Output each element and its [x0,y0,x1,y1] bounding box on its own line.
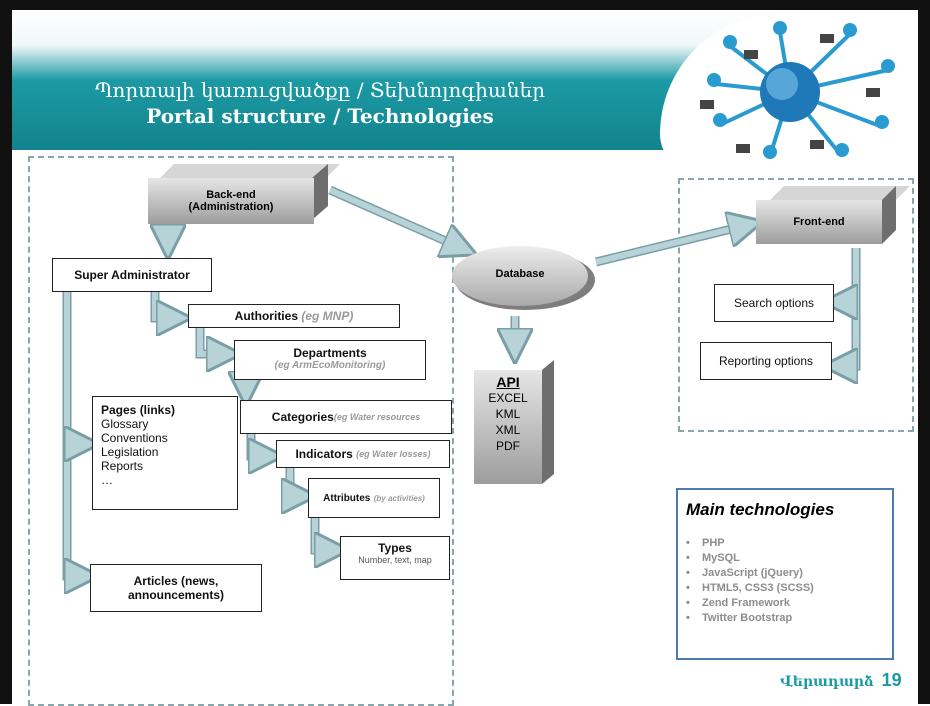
pages-item: Conventions [101,431,168,445]
reporting-options-box: Reporting options [700,342,832,380]
technology-item: Zend Framework [686,596,814,611]
technology-item: HTML5, CSS3 (SCSS) [686,581,814,596]
types-box: Types Number, text, map [340,536,450,580]
technology-item: MySQL [686,551,814,566]
attributes-label: Attributes [323,492,371,504]
authorities-label: Authorities [234,309,298,323]
authorities-box: Authorities (eg MNP) [188,304,400,328]
database-label: Database [495,268,545,280]
technologies-panel: Main technologies PHP MySQL JavaScript (… [676,488,894,660]
api-item: EXCEL [488,391,528,405]
back-link-label[interactable]: Վերադարձ [780,674,874,690]
departments-label: Departments [293,346,367,360]
api-item: PDF [496,439,520,453]
departments-example: (eg ArmEcoMonitoring) [274,360,386,371]
pages-box: Pages (links) Glossary Conventions Legis… [92,396,238,510]
attributes-example: (by activities) [373,493,425,503]
technology-item: Twitter Bootstrap [686,611,814,626]
frontend-region [678,178,914,432]
attributes-box: Attributes (by activities) [308,478,440,518]
pages-item: Glossary [101,417,149,431]
pages-item: Reports [101,459,144,473]
super-admin-box: Super Administrator [52,258,212,292]
search-options-box: Search options [714,284,834,322]
types-label: Types [378,541,412,555]
indicators-example: (eg Water losses) [356,449,431,459]
indicators-box: Indicators (eg Water losses) [276,440,450,468]
title-english: Portal structure / Technologies [146,104,494,128]
frontend-label: Front-end [756,200,882,244]
articles-box: Articles (news, announcements) [90,564,262,612]
backend-label: Back-end (Administration) [148,178,314,224]
indicators-label: Indicators [295,447,353,461]
network-globe-illustration [660,14,918,174]
api-title: API [496,374,520,390]
departments-box: Departments (eg ArmEcoMonitoring) [234,340,426,380]
page-number: 19 [881,670,902,690]
api-item: KML [495,407,521,421]
categories-label: Categories [271,410,334,424]
categories-example: (eg Water resources [333,412,421,422]
pages-item: Legislation [101,445,159,459]
types-example: Number, text, map [358,555,432,565]
technologies-list: PHP MySQL JavaScript (jQuery) HTML5, CSS… [686,536,814,626]
technology-item: JavaScript (jQuery) [686,566,814,581]
categories-box: Categories (eg Water resources [240,400,452,434]
pages-item: … [101,473,113,487]
slide-title: Պորտալի կառուցվածքը / Տեխնոլոգիաներ Port… [40,78,600,130]
technology-item: PHP [686,536,814,551]
api-item: XML [495,423,521,437]
technologies-title: Main technologies [686,500,835,519]
authorities-example: (eg MNP) [301,309,354,323]
title-armenian: Պորտալի կառուցվածքը / Տեխնոլոգիաներ [94,78,546,102]
back-link[interactable]: Վերադարձ 19 [780,670,902,691]
pages-title: Pages (links) [101,403,176,417]
